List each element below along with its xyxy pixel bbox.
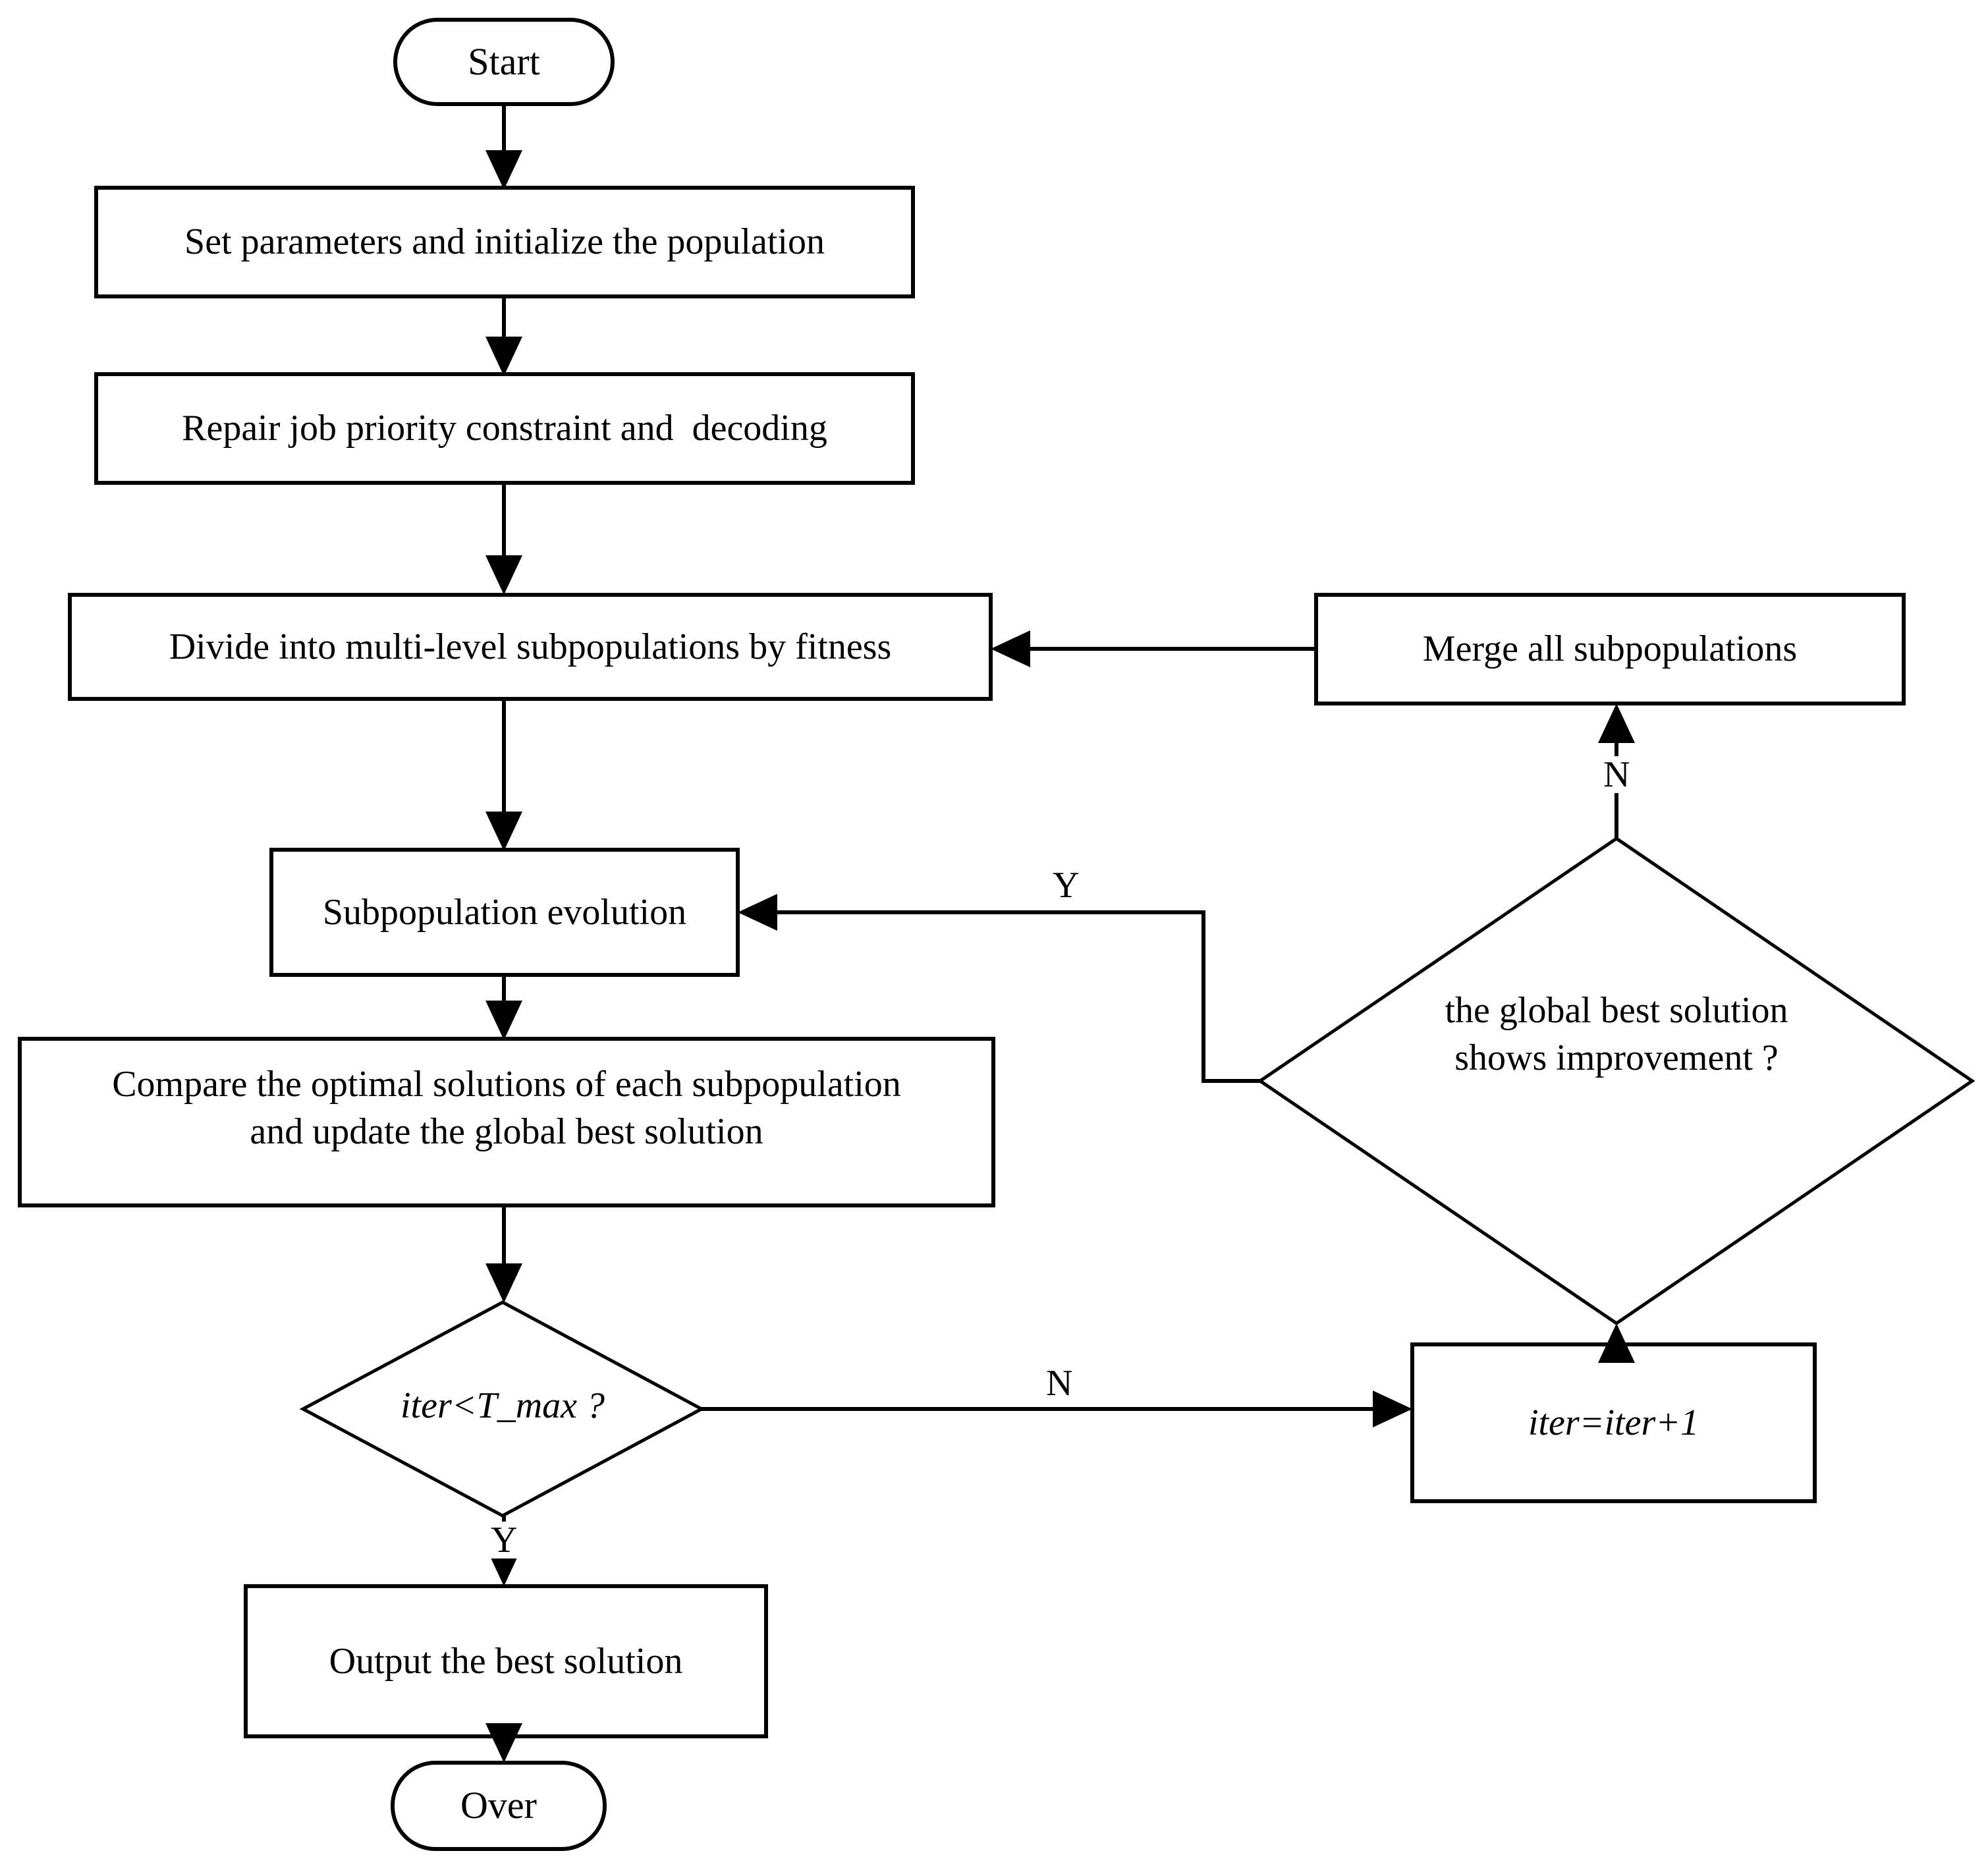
arrowhead-subpop-evolution [485, 812, 522, 851]
arrowhead-over [485, 1723, 522, 1763]
arrowhead-divide [485, 555, 522, 595]
node-shape-iter-decision[interactable] [299, 1300, 705, 1518]
node-shape-start[interactable] [393, 18, 615, 106]
arrowhead-divide-from-merge [991, 630, 1030, 667]
node-shape-compare-update[interactable] [18, 1037, 995, 1207]
arrowhead-iter-decision [485, 1263, 522, 1303]
edge-improvement-yes-to-subpop [758, 910, 1260, 1083]
node-shape-set-parameters[interactable] [94, 186, 915, 298]
arrowhead-subpop-from-improvement [738, 894, 777, 931]
node-shape-divide[interactable] [68, 593, 993, 701]
arrowhead-repair [485, 337, 522, 376]
node-shape-iter-increment[interactable] [1410, 1342, 1817, 1503]
arrowhead-compare-update [485, 1001, 522, 1040]
edge-label-iter-no: N [1039, 1365, 1080, 1402]
arrowhead-improvement-decision [1598, 1323, 1635, 1363]
node-shape-improvement-decision[interactable] [1257, 836, 1975, 1326]
node-shape-over[interactable] [391, 1761, 607, 1851]
arrowhead-iter-increment [1373, 1391, 1412, 1427]
edge-label-improvement-yes: Y [1046, 867, 1086, 904]
node-shape-merge[interactable] [1314, 593, 1906, 705]
node-shape-repair-decode[interactable] [94, 372, 915, 485]
edge-label-improvement-no: N [1597, 756, 1637, 793]
arrowhead-merge [1598, 704, 1635, 743]
node-shape-subpop-evolution[interactable] [269, 848, 740, 977]
edge-label-iter-yes: Y [484, 1522, 524, 1559]
node-shape-output-best[interactable] [244, 1584, 768, 1738]
arrowhead-set-parameters [485, 150, 522, 190]
